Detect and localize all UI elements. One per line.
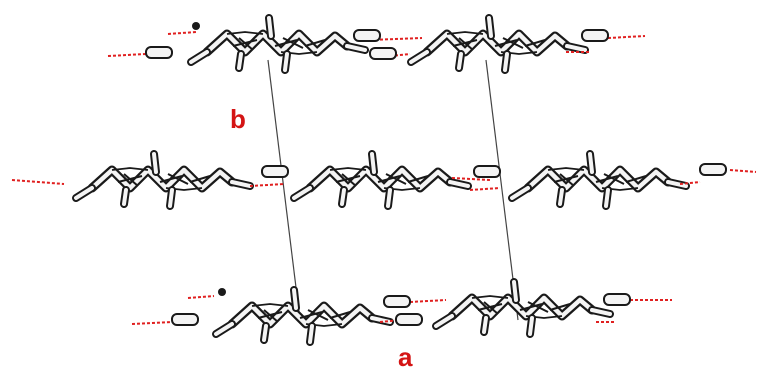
molecule-top-1	[191, 18, 365, 70]
molecular-layer-bottom	[131, 282, 672, 342]
hydroxyl-groups-middle	[261, 163, 727, 178]
molecule-middle-3	[512, 154, 686, 206]
unit-cell-edges	[267, 59, 519, 321]
hydrogen-bonds-top	[107, 31, 646, 57]
axis-label-a: a	[398, 342, 413, 372]
molecule-bottom-1	[216, 290, 390, 342]
hydroxyl-groups-top	[145, 22, 609, 60]
molecular-layer-middle	[11, 154, 757, 206]
molecule-middle-2	[294, 154, 468, 206]
cell-edge-right	[485, 59, 519, 321]
molecule-bottom-2	[436, 282, 610, 334]
hydroxyl-groups-bottom	[171, 288, 631, 326]
axis-label-b: b	[230, 104, 246, 134]
molecule-top-2	[411, 18, 585, 70]
hydrogen-bonds-middle	[11, 169, 757, 191]
cell-edge-left	[267, 59, 301, 321]
molecule-middle-1	[76, 154, 250, 206]
molecular-layer-top	[107, 18, 646, 70]
